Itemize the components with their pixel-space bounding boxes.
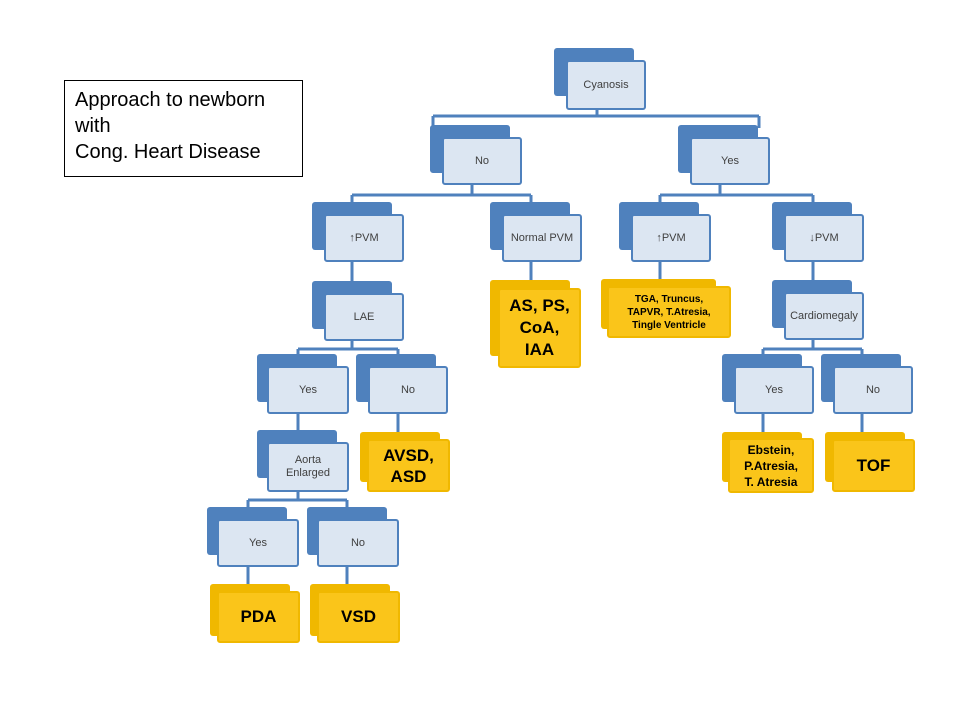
result-ebstein-label: Ebstein, P.Atresia, T. Atresia: [728, 438, 814, 493]
node-pvm-up-left-label: ↑PVM: [324, 214, 404, 262]
title-line-3: Cong. Heart Disease: [75, 141, 261, 163]
result-as-ps-coa-iaa-label: AS, PS, CoA, IAA: [498, 288, 581, 368]
result-pda-label: PDA: [217, 591, 300, 643]
result-as-line-1: AS, PS,: [509, 296, 570, 315]
node-aorta-line-2: Enlarged: [285, 467, 331, 479]
node-pvm-up-right-label: ↑PVM: [631, 214, 711, 262]
result-ebstein-line-3: T. Atresia: [744, 474, 798, 489]
node-cardio-no-label: No: [833, 366, 913, 414]
result-ebstein-line-1: Ebstein,: [747, 442, 795, 457]
result-tga-line-2: TAPVR, T.Atresia,: [627, 306, 711, 318]
node-no-label: No: [442, 137, 522, 185]
result-avsd-line-2: ASD: [390, 466, 427, 486]
node-aorta-yes-label: Yes: [217, 519, 299, 567]
node-cyanosis-label: Cyanosis: [566, 60, 646, 110]
node-pvm-down-label: ↓PVM: [784, 214, 864, 262]
result-avsd-asd-label: AVSD, ASD: [367, 439, 450, 492]
node-yes-label: Yes: [690, 137, 770, 185]
node-lae-yes-label: Yes: [267, 366, 349, 414]
node-normal-pvm-label: Normal PVM: [502, 214, 582, 262]
result-tga-line-1: TGA, Truncus,: [634, 293, 704, 305]
node-cardiomegaly-label: Cardiomegaly: [784, 292, 864, 340]
result-as-line-3: IAA: [524, 340, 555, 359]
result-as-line-2: CoA,: [519, 318, 560, 337]
result-avsd-line-1: AVSD,: [383, 445, 434, 465]
title-line-1: Approach to newborn: [75, 89, 266, 111]
result-tga-line-3: Tingle Ventricle: [632, 319, 706, 331]
node-aorta-line-1: Aorta: [294, 454, 322, 466]
node-aorta-enlarged-label: Aorta Enlarged: [267, 442, 349, 492]
result-tof-label: TOF: [832, 439, 915, 492]
diagram-title: Approach to newborn with Cong. Heart Dis…: [64, 80, 303, 177]
node-aorta-no-label: No: [317, 519, 399, 567]
node-cardio-yes-label: Yes: [734, 366, 814, 414]
node-lae-label: LAE: [324, 293, 404, 341]
title-line-2: with: [75, 115, 111, 137]
node-lae-no-label: No: [368, 366, 448, 414]
result-vsd-label: VSD: [317, 591, 400, 643]
result-tga-label: TGA, Truncus, TAPVR, T.Atresia, Tingle V…: [607, 286, 731, 338]
result-ebstein-line-2: P.Atresia,: [744, 458, 798, 473]
